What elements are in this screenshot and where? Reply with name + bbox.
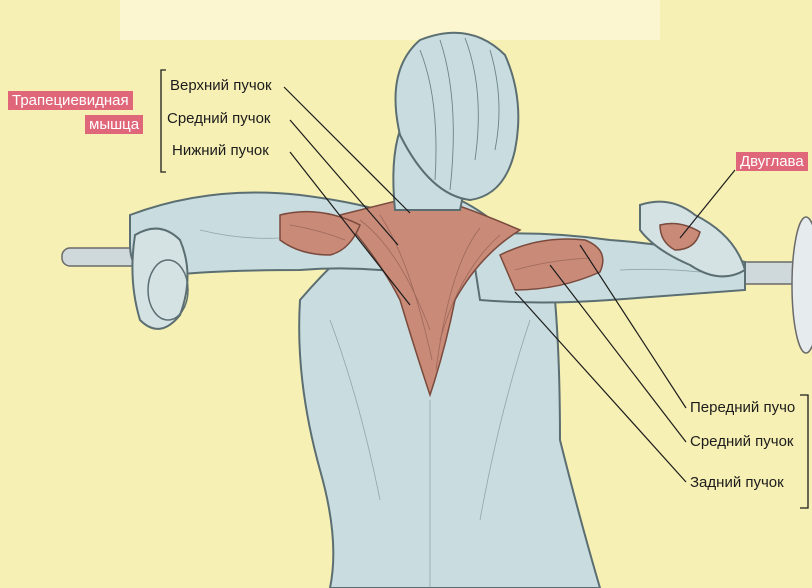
deltoid-bracket xyxy=(800,395,808,508)
deltoid-middle-label: Средний пучок xyxy=(690,433,794,451)
trapezius-middle-label: Средний пучок xyxy=(167,110,271,128)
trapezius-bracket xyxy=(161,70,166,172)
trapezius-lower-label: Нижний пучок xyxy=(172,142,269,160)
biceps-title: Двуглава xyxy=(736,152,808,171)
trapezius-title-line2: мышца xyxy=(85,115,143,134)
background-highlight xyxy=(120,0,660,40)
deltoid-rear-label: Задний пучок xyxy=(690,474,784,492)
deltoid-front-label: Передний пучо xyxy=(690,399,795,417)
barbell-plate-right xyxy=(792,217,812,353)
trapezius-upper-label: Верхний пучок xyxy=(170,77,272,95)
trapezius-title-line1: Трапециевидная xyxy=(8,91,133,110)
